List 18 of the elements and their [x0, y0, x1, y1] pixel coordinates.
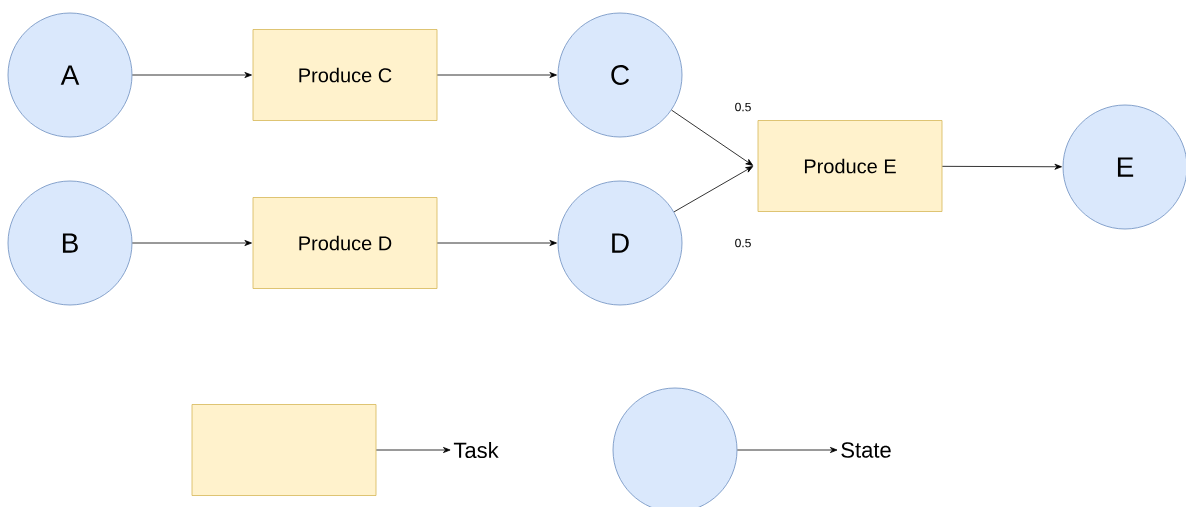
task-swatch [191, 404, 377, 496]
arrow [673, 166, 754, 213]
arrow [132, 240, 252, 246]
edge-label: 0.5 [733, 101, 753, 113]
arrow [942, 163, 1062, 170]
arrow [437, 72, 557, 78]
arrow [376, 447, 451, 453]
arrow [132, 72, 252, 78]
edge-label: 0.5 [733, 237, 753, 249]
task-box: Produce E [757, 120, 943, 212]
arrow [671, 109, 754, 166]
arrow [737, 447, 838, 453]
legend-label: Task [453, 441, 499, 459]
arrow [437, 240, 557, 246]
legend-label: State [841, 442, 891, 458]
state-swatch [612, 387, 738, 507]
task-box: Produce C [252, 29, 438, 121]
task-box: Produce D [252, 197, 438, 289]
